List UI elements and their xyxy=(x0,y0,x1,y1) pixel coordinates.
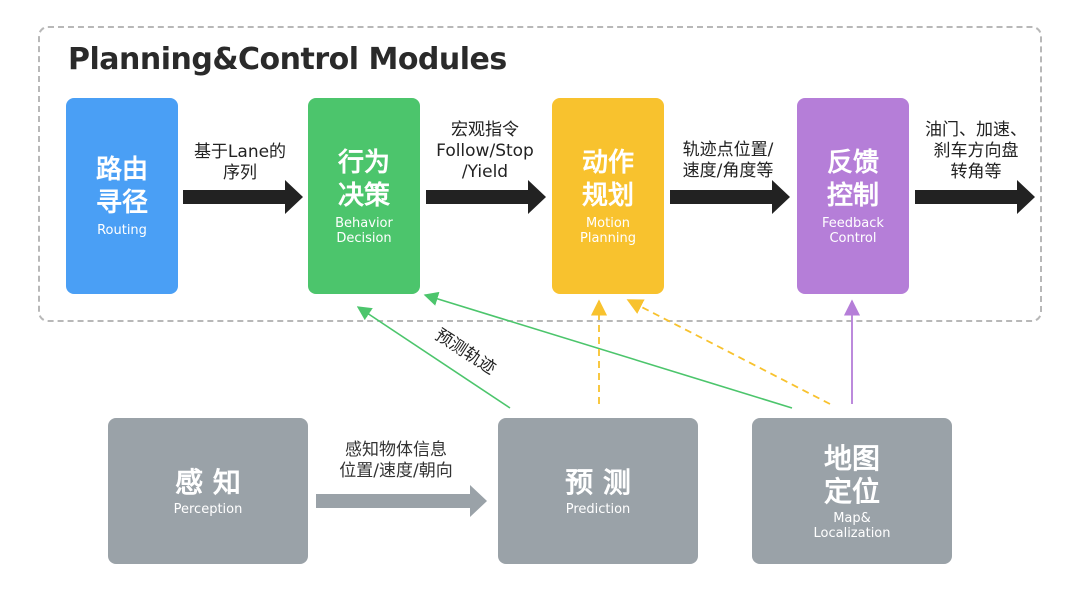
green-arrow-map-to-behavior xyxy=(423,291,793,409)
diagram-title: Planning&Control Modules xyxy=(68,42,507,77)
behavior-decision-module: 行为 决策 Behavior Decision xyxy=(308,98,420,294)
behavior-en: Behavior Decision xyxy=(335,215,393,246)
label-motion-to-feedback: 轨迹点位置/ 速度/角度等 xyxy=(682,140,774,181)
prediction-en: Prediction xyxy=(565,501,631,517)
arrow-behavior-to-motion xyxy=(426,180,546,214)
perception-module: 感 知 Perception xyxy=(108,418,308,564)
feedback-zh: 反馈 控制 xyxy=(826,147,879,211)
feedback-control-module: 反馈 控制 Feedback Control xyxy=(797,98,909,294)
map-zh: 地图 定位 xyxy=(823,441,880,508)
motion-planning-module: 动作 规划 Motion Planning xyxy=(552,98,664,294)
motion-zh: 动作 规划 xyxy=(581,147,634,211)
behavior-zh: 行为 决策 xyxy=(337,147,390,211)
routing-module: 路由 寻径 Routing xyxy=(66,98,178,294)
map-localization-module: 地图 定位 Map& Localization xyxy=(752,418,952,564)
arrow-feedback-out xyxy=(915,180,1035,214)
label-routing-to-behavior: 基于Lane的 序列 xyxy=(193,142,287,183)
arrow-motion-to-feedback xyxy=(670,180,790,214)
green-arrow-prediction-to-behavior xyxy=(356,306,511,409)
perception-zh: 感 知 xyxy=(175,465,241,499)
planning-control-frame xyxy=(38,26,1042,322)
prediction-zh: 预 测 xyxy=(565,465,631,499)
routing-en: Routing xyxy=(97,223,147,238)
feedback-en: Feedback Control xyxy=(822,215,884,246)
routing-zh: 路由 寻径 xyxy=(95,155,148,218)
perception-en: Perception xyxy=(173,501,243,517)
prediction-module: 预 测 Prediction xyxy=(498,418,698,564)
label-perception-to-prediction: 感知物体信息 位置/速度/朝向 xyxy=(339,440,453,481)
arrow-perception-to-prediction xyxy=(316,485,487,517)
motion-en: Motion Planning xyxy=(580,215,636,246)
label-behavior-to-motion: 宏观指令 Follow/Stop /Yield xyxy=(436,120,534,182)
yellow-arrow-map-to-motion xyxy=(626,299,831,405)
arrow-routing-to-behavior xyxy=(183,180,303,214)
map-en: Map& Localization xyxy=(813,510,891,541)
label-feedback-out: 油门、加速、 刹车方向盘 转角等 xyxy=(925,120,1027,182)
